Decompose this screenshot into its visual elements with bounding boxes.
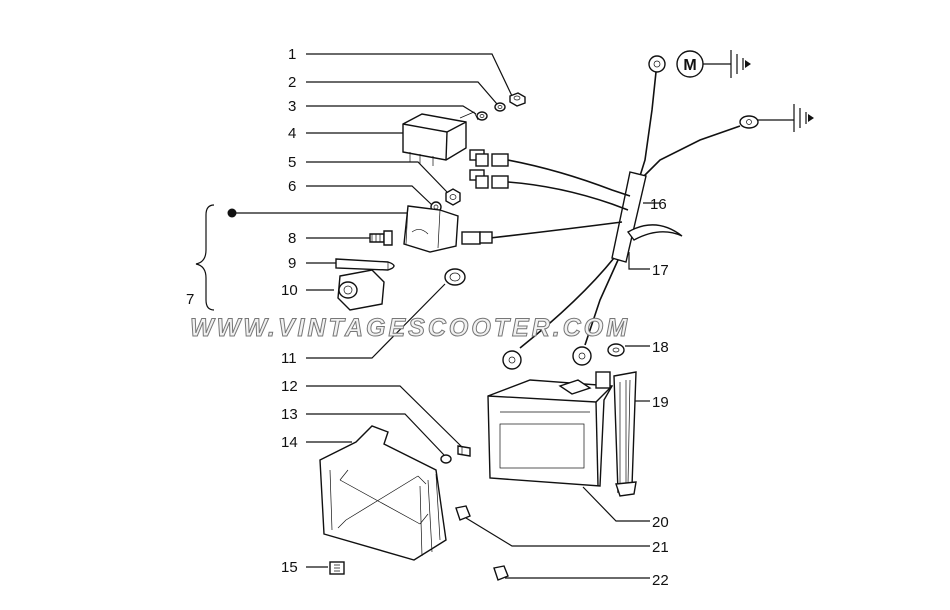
callout-16: 16 xyxy=(650,196,667,213)
ground-symbol-icon xyxy=(730,50,751,78)
switch-10 xyxy=(337,269,385,311)
callout-8: 8 xyxy=(288,230,296,247)
callout-3: 3 xyxy=(288,98,296,115)
callout-5: 5 xyxy=(288,154,296,171)
nut-1 xyxy=(509,92,526,107)
callout-18: 18 xyxy=(652,339,669,356)
ground-symbol-icon-2 xyxy=(758,104,814,132)
voltage-regulator-4 xyxy=(402,111,485,181)
callout-20: 20 xyxy=(652,514,669,531)
callout-19: 19 xyxy=(652,394,669,411)
callout-10: 10 xyxy=(281,282,298,299)
motor-symbol-label: M xyxy=(683,57,696,74)
bracket-assembly-7 xyxy=(403,205,481,253)
brace-7 xyxy=(195,204,215,311)
callout-2: 2 xyxy=(288,74,296,91)
clip-17 xyxy=(626,224,683,241)
right-callouts: 16 17 18 19 20 21 22 xyxy=(650,196,669,589)
washer-2 xyxy=(494,102,506,112)
bullet-dot-7 xyxy=(227,208,237,218)
callout-11: 11 xyxy=(281,350,297,367)
callout-9: 9 xyxy=(288,255,296,272)
wiring-harness-16 xyxy=(475,55,759,370)
grommet-11 xyxy=(444,268,466,286)
callout-1: 1 xyxy=(288,46,296,63)
clip-15 xyxy=(329,561,345,575)
bolt-8 xyxy=(369,230,393,246)
battery-20 xyxy=(487,371,614,487)
callout-21: 21 xyxy=(652,539,669,556)
motor-symbol-icon: M xyxy=(676,50,731,78)
battery-strap-19 xyxy=(613,371,637,497)
clip-13 xyxy=(440,454,452,464)
leader-lines xyxy=(232,53,660,579)
left-callouts: 1 2 3 4 5 6 7 8 9 10 11 12 13 14 15 xyxy=(186,46,298,576)
washer-18 xyxy=(607,343,625,357)
nut-5 xyxy=(445,188,461,206)
callout-7: 7 xyxy=(186,291,194,308)
bulb-9 xyxy=(335,258,395,271)
callout-13: 13 xyxy=(281,406,298,423)
callout-6: 6 xyxy=(288,178,296,195)
washer-3 xyxy=(476,111,488,121)
screw-21 xyxy=(455,505,471,521)
callout-22: 22 xyxy=(652,572,669,589)
battery-tray-14 xyxy=(319,425,447,561)
bolt-22 xyxy=(493,565,509,581)
callout-14: 14 xyxy=(281,434,298,451)
callout-12: 12 xyxy=(281,378,298,395)
callout-4: 4 xyxy=(288,125,296,142)
callout-17: 17 xyxy=(652,262,669,279)
watermark: WWW.VINTAGESCOOTER.COM xyxy=(190,314,630,342)
screw-12 xyxy=(457,445,471,457)
callout-15: 15 xyxy=(281,559,298,576)
